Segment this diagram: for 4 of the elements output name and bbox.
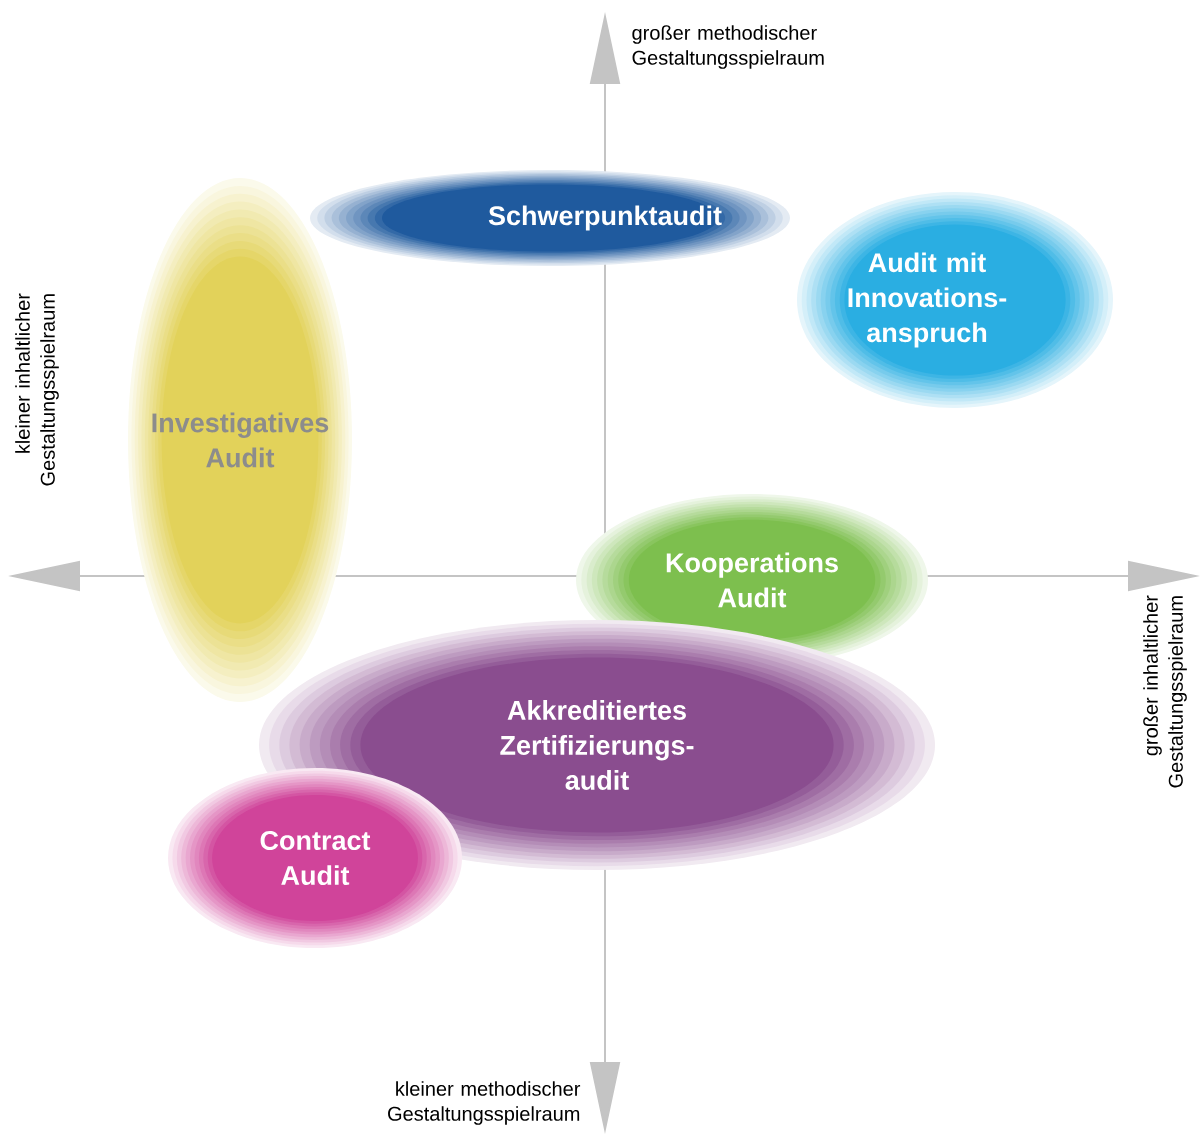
axis-label: kleiner methodischer Gestaltungsspielraum — [388, 1081, 581, 1125]
axis-label: großer methodischer Gestaltungsspielraum — [632, 25, 824, 69]
axis-label: kleiner inhaltlicher Gestaltungsspielraum — [15, 293, 59, 486]
axis-label: großer inhaltlicher Gestaltungsspielraum — [1143, 595, 1187, 788]
